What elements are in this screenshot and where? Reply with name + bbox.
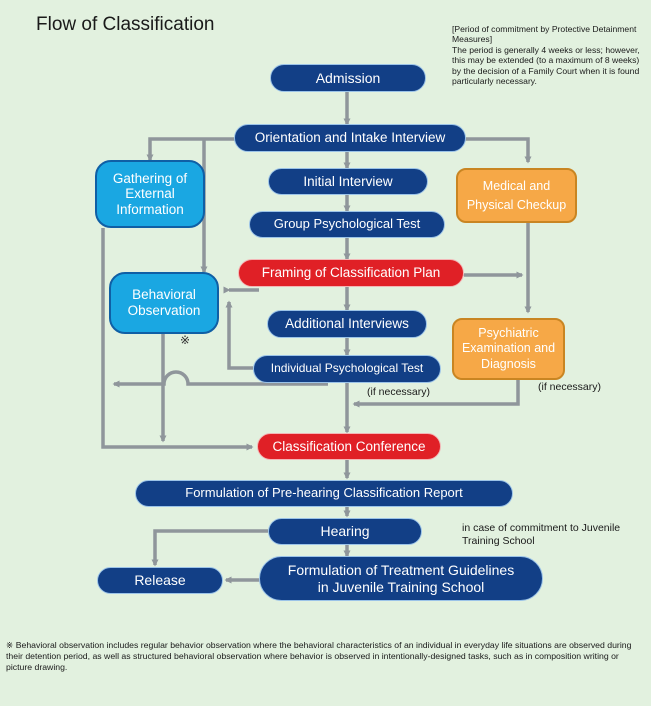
node-classification-conference[interactable]: Classification Conference xyxy=(257,433,441,460)
arrow-gathering-conference xyxy=(101,228,254,451)
label-if-necessary-test: (if necessary) xyxy=(367,386,431,398)
commitment-period-body: The period is generally 4 weeks or less;… xyxy=(452,44,640,87)
arrow-behavioral-hop xyxy=(112,370,328,388)
node-prehearing-classification-report[interactable]: Formulation of Pre-hearing Classificatio… xyxy=(135,480,513,507)
node-individual-psychological-test[interactable]: Individual Psychological Test xyxy=(253,355,441,383)
commitment-period-heading: [Period of commitment by Protective Deta… xyxy=(452,24,637,45)
node-group-psychological-test[interactable]: Group Psychological Test xyxy=(249,211,445,238)
arrow-individual-behavioral xyxy=(225,300,253,370)
arrow-orientation-medical xyxy=(462,137,532,164)
node-release[interactable]: Release xyxy=(97,567,223,594)
node-behavioral-observation[interactable]: Behavioral Observation xyxy=(109,272,219,334)
node-additional-interviews[interactable]: Additional Interviews xyxy=(267,310,427,338)
label-if-necessary-psychiatric: (if necessary) xyxy=(538,381,602,393)
page-title: Flow of Classification xyxy=(36,14,215,35)
arrow-psychiatric-merge xyxy=(352,380,520,408)
node-hearing[interactable]: Hearing xyxy=(268,518,422,545)
node-framing-classification-plan[interactable]: Framing of Classification Plan xyxy=(238,259,464,287)
reference-mark: ※ xyxy=(180,333,191,347)
label-commitment-case: in case of commitment to Juvenile Traini… xyxy=(462,522,621,547)
node-admission[interactable]: Admission xyxy=(270,64,426,92)
node-orientation-intake-interview[interactable]: Orientation and Intake Interview xyxy=(234,124,466,152)
node-psychiatric-examination[interactable]: Psychiatric Examination and Diagnosis xyxy=(452,318,565,380)
footnote: ※ Behavioral observation includes regula… xyxy=(6,640,632,673)
arrow-orientation-left xyxy=(146,137,238,162)
node-treatment-guidelines[interactable]: Formulation of Treatment Guidelines in J… xyxy=(259,556,543,601)
arrow-hearing-release xyxy=(151,529,268,567)
commitment-period-note: [Period of commitment by Protective Deta… xyxy=(452,24,648,86)
node-medical-physical-checkup[interactable]: Medical and Physical Checkup xyxy=(456,168,577,223)
node-initial-interview[interactable]: Initial Interview xyxy=(268,168,428,195)
node-gathering-external-information[interactable]: Gathering of External Information xyxy=(95,160,205,228)
